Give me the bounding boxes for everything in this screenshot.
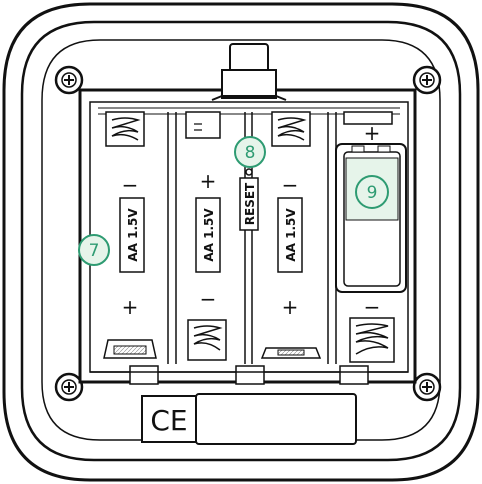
svg-text:RESET: RESET: [243, 182, 257, 225]
spring-slot-4-bottom: [349, 317, 395, 363]
minus-mark-slot-3: −: [282, 173, 299, 197]
svg-text:8: 8: [245, 143, 256, 163]
callout-reset: 8: [234, 136, 266, 168]
svg-text:AA 1.5V: AA 1.5V: [126, 208, 140, 262]
svg-text:7: 7: [89, 241, 100, 261]
battery-label-2: AA 1.5V: [195, 197, 221, 273]
spring-slot-1-top: [105, 111, 145, 147]
reset-button: RESET: [239, 168, 259, 231]
ce-mark: CE: [141, 395, 197, 443]
contact-slot-1-bottom: [103, 339, 157, 359]
plus-mark-slot-1: +: [122, 295, 139, 319]
svg-text:AA 1.5V: AA 1.5V: [202, 208, 216, 262]
battery-label-3: AA 1.5V: [277, 197, 303, 273]
contact-slot-3-bottom: [260, 347, 322, 359]
minus-mark-slot-4: −: [364, 295, 381, 319]
callout-batteries: 7: [78, 234, 110, 266]
label-plate: [195, 393, 357, 445]
plus-mark-slot-3: +: [282, 295, 299, 319]
svg-text:9: 9: [367, 183, 378, 203]
housing-recess: [41, 39, 441, 441]
minus-mark-slot-2: −: [200, 287, 217, 311]
battery-label-1: AA 1.5V: [119, 197, 145, 273]
bottom-tabs: [90, 365, 408, 385]
screw-top-left: [54, 65, 84, 95]
contact-slot-2-top: [185, 111, 221, 139]
plus-mark-slot-4: +: [364, 121, 381, 145]
screw-top-right: [412, 65, 442, 95]
latch-tab: [211, 43, 287, 101]
plus-mark-slot-2: +: [200, 169, 217, 193]
spring-slot-2-bottom: [187, 319, 227, 361]
screw-bottom-left: [54, 372, 84, 402]
contact-slot-4-top: [343, 111, 393, 125]
electronics-module: [335, 143, 407, 293]
screw-bottom-right: [412, 372, 442, 402]
svg-text:AA 1.5V: AA 1.5V: [284, 208, 298, 262]
spring-slot-3-top: [271, 111, 311, 147]
callout-module: 9: [355, 175, 389, 209]
svg-text:CE: CE: [150, 404, 187, 437]
minus-mark-slot-1: −: [122, 173, 139, 197]
